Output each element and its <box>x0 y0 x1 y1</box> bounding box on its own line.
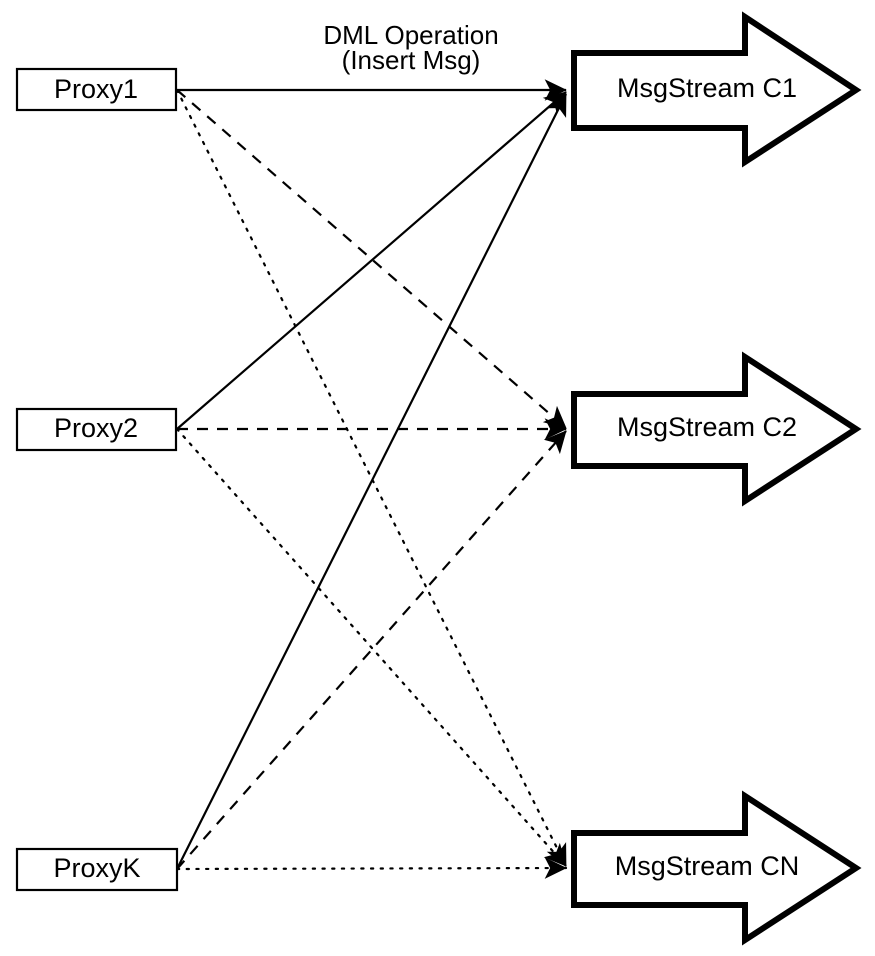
caption-line-2: (Insert Msg) <box>342 45 481 75</box>
proxyk-box[interactable] <box>15 847 179 892</box>
msgstream-cn-label: MsgStream CN <box>615 851 800 881</box>
msgstream-node-cn[interactable]: MsgStream CN <box>571 790 862 946</box>
edge-proxy2-to-msgstream-cn <box>175 427 568 868</box>
msgstream-c2-arrow-shape[interactable] <box>571 351 862 507</box>
edge-group-proxyk <box>175 93 568 879</box>
dml-operation-caption: DML Operation (Insert Msg) <box>323 20 498 75</box>
msgstream-c1-arrow-shape[interactable] <box>571 11 862 168</box>
msgstream-node-c2[interactable]: MsgStream C2 <box>571 351 862 507</box>
proxy2-label: Proxy2 <box>54 413 138 443</box>
proxy-node-proxy2[interactable]: Proxy2 <box>15 407 178 452</box>
edge-group-proxy1 <box>175 79 568 868</box>
msgstream-c1-label: MsgStream C1 <box>617 73 797 103</box>
edge-proxy1-to-msgstream-cn <box>175 88 568 868</box>
proxy-node-proxyk[interactable]: ProxyK <box>15 847 179 892</box>
edge-proxyk-to-msgstream-c1 <box>176 93 567 870</box>
proxy1-label: Proxy1 <box>54 74 138 104</box>
caption-line-1: DML Operation <box>323 20 498 50</box>
msgstream-c2-label: MsgStream C2 <box>617 412 797 442</box>
edge-proxyk-to-msgstream-c2 <box>176 430 567 870</box>
proxy2-box[interactable] <box>15 407 178 452</box>
edge-proxy1-to-msgstream-c2 <box>176 89 567 429</box>
proxyk-label: ProxyK <box>53 853 140 883</box>
msgstream-node-c1[interactable]: MsgStream C1 <box>571 11 862 168</box>
msgstream-cn-arrow-shape[interactable] <box>571 790 862 946</box>
edge-proxyk-to-msgstream-cn <box>175 857 568 879</box>
edge-proxy2-to-msgstream-c1 <box>176 91 567 430</box>
proxy1-box[interactable] <box>15 67 178 112</box>
proxy-node-proxy1[interactable]: Proxy1 <box>15 67 178 112</box>
edge-group-proxy2 <box>175 91 568 868</box>
